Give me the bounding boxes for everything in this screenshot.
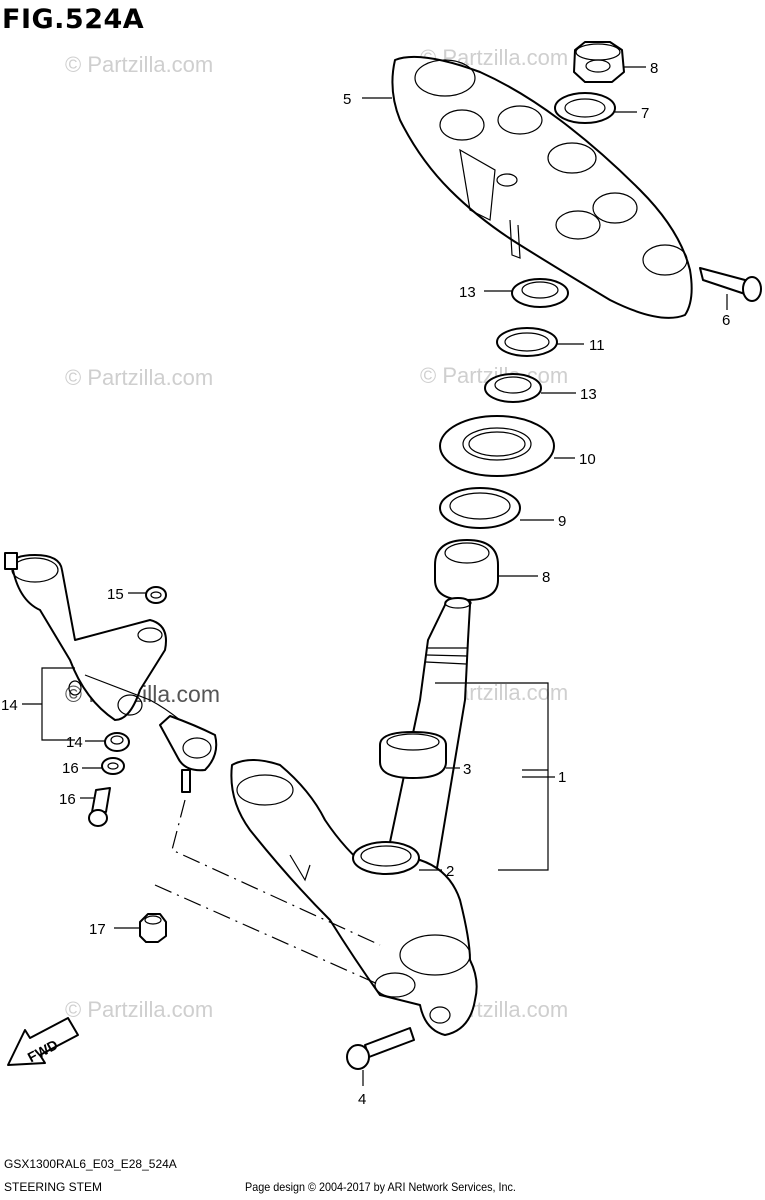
model-code: GSX1300RAL6_E03_E28_524A [4, 1157, 177, 1171]
dust-seal-part-11[interactable] [439, 415, 575, 477]
lower-dust-seal-part-2[interactable] [352, 841, 442, 875]
lock-nut-part-13-upper[interactable] [484, 278, 569, 308]
steering-damper-part-14[interactable] [4, 552, 218, 793]
washer-part-7[interactable] [554, 92, 637, 124]
figure-title: FIG.524A [2, 4, 145, 35]
callout-9[interactable]: 8 [542, 569, 550, 586]
callout-14[interactable]: 14 [1, 697, 18, 714]
nut-part-18[interactable] [114, 913, 167, 943]
section-name: STEERING STEM [4, 1180, 103, 1194]
bolt-part-4[interactable] [346, 1027, 415, 1086]
callout-17[interactable]: 16 [59, 791, 76, 808]
lower-bearing-part-3[interactable] [379, 731, 460, 779]
callout-2[interactable]: 2 [446, 863, 454, 880]
callout-16[interactable]: 15 [107, 586, 124, 603]
lock-washer-part-12[interactable] [496, 327, 584, 357]
washer-part-16-upper[interactable] [128, 586, 167, 604]
lock-nut-part-13-lower[interactable] [484, 373, 576, 403]
steering-stem-nut-part-8[interactable] [573, 41, 646, 83]
copyright-notice: Page design © 2004-2017 by ARI Network S… [245, 1180, 516, 1194]
callout-13[interactable]: 13 [580, 386, 597, 403]
callout-10[interactable]: 9 [558, 513, 566, 530]
callout-15[interactable]: 14 [66, 734, 83, 751]
watermark: © Partzilla.com [65, 52, 213, 77]
steering-stem-part-1[interactable] [230, 597, 555, 1036]
watermark: © Partzilla.com [65, 365, 213, 390]
bushing-part-15[interactable] [85, 732, 130, 752]
assembly-leader-lines [154, 799, 381, 986]
callout-4[interactable]: 4 [358, 1091, 366, 1108]
upper-bearing-part-9[interactable] [434, 539, 538, 601]
upper-bracket-part-5[interactable] [362, 55, 693, 319]
washer-part-16-lower[interactable] [82, 757, 125, 775]
callout-16[interactable]: 16 [62, 760, 79, 777]
watermark: © Partzilla.com [65, 997, 213, 1022]
callout-1[interactable]: 1 [558, 769, 566, 786]
forward-direction-arrow: FWD [7, 1017, 79, 1066]
callout-11[interactable]: 10 [579, 451, 596, 468]
callout-3[interactable]: 3 [463, 761, 471, 778]
callout-12[interactable]: 11 [589, 337, 605, 354]
callout-7[interactable]: 7 [641, 105, 649, 122]
callout-18[interactable]: 17 [89, 921, 106, 938]
callout-8[interactable]: 8 [650, 60, 658, 77]
bearing-race-part-10[interactable] [439, 487, 554, 529]
bolt-part-17[interactable] [80, 787, 111, 827]
callout-6[interactable]: 6 [722, 312, 730, 329]
callout-13[interactable]: 13 [459, 284, 476, 301]
callout-5[interactable]: 5 [343, 91, 351, 108]
bolt-part-6[interactable] [699, 267, 762, 310]
